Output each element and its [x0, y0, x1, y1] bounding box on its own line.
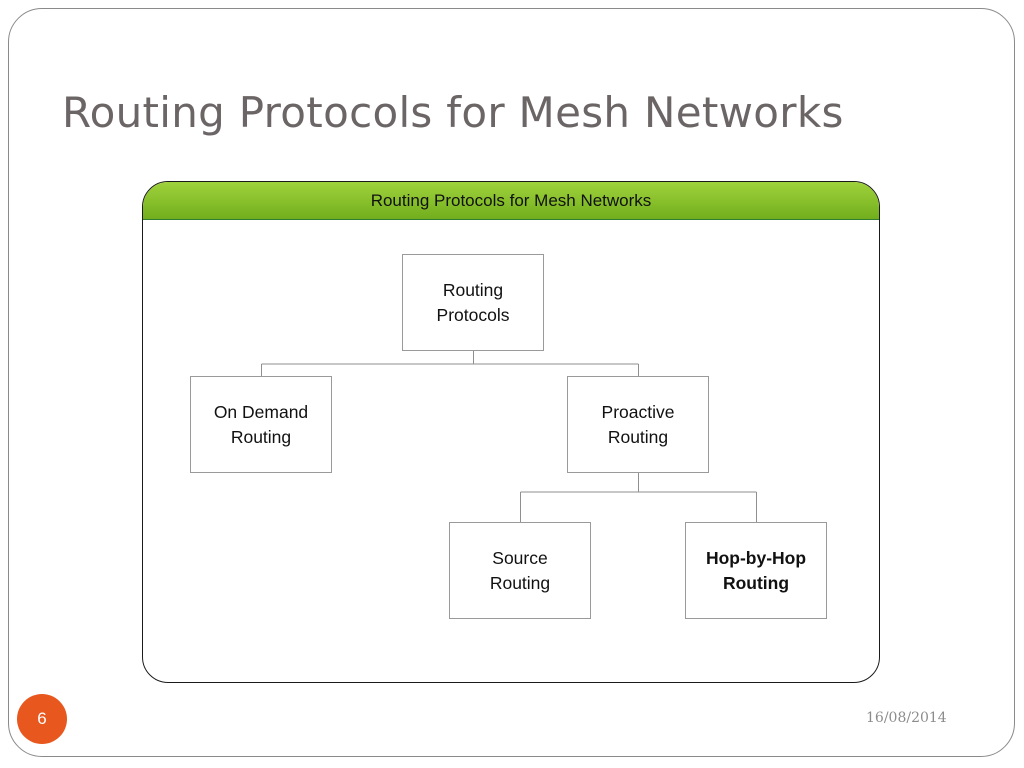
node-routing-protocols-line2: Protocols: [436, 304, 510, 325]
node-proactive-routing: Proactive Routing: [567, 376, 709, 473]
page-number-badge: 6: [17, 694, 67, 744]
node-hop-by-hop-line1: Hop-by-Hop: [705, 547, 807, 568]
node-routing-protocols-line1: Routing: [442, 279, 504, 300]
node-source-routing: Source Routing: [449, 522, 591, 619]
node-hop-by-hop-line2: Routing: [722, 572, 790, 593]
node-hop-by-hop-routing: Hop-by-Hop Routing: [685, 522, 827, 619]
diagram-header: Routing Protocols for Mesh Networks: [143, 182, 879, 220]
node-source-line2: Routing: [489, 572, 551, 593]
node-on-demand-routing: On Demand Routing: [190, 376, 332, 473]
node-routing-protocols: Routing Protocols: [402, 254, 544, 351]
node-on-demand-line2: Routing: [230, 426, 292, 447]
node-source-line1: Source: [492, 547, 548, 568]
node-proactive-line1: Proactive: [601, 401, 675, 422]
node-proactive-line2: Routing: [607, 426, 669, 447]
slide-title: Routing Protocols for Mesh Networks: [62, 88, 844, 137]
slide-date: 16/08/2014: [866, 710, 947, 726]
node-on-demand-line1: On Demand: [213, 401, 309, 422]
